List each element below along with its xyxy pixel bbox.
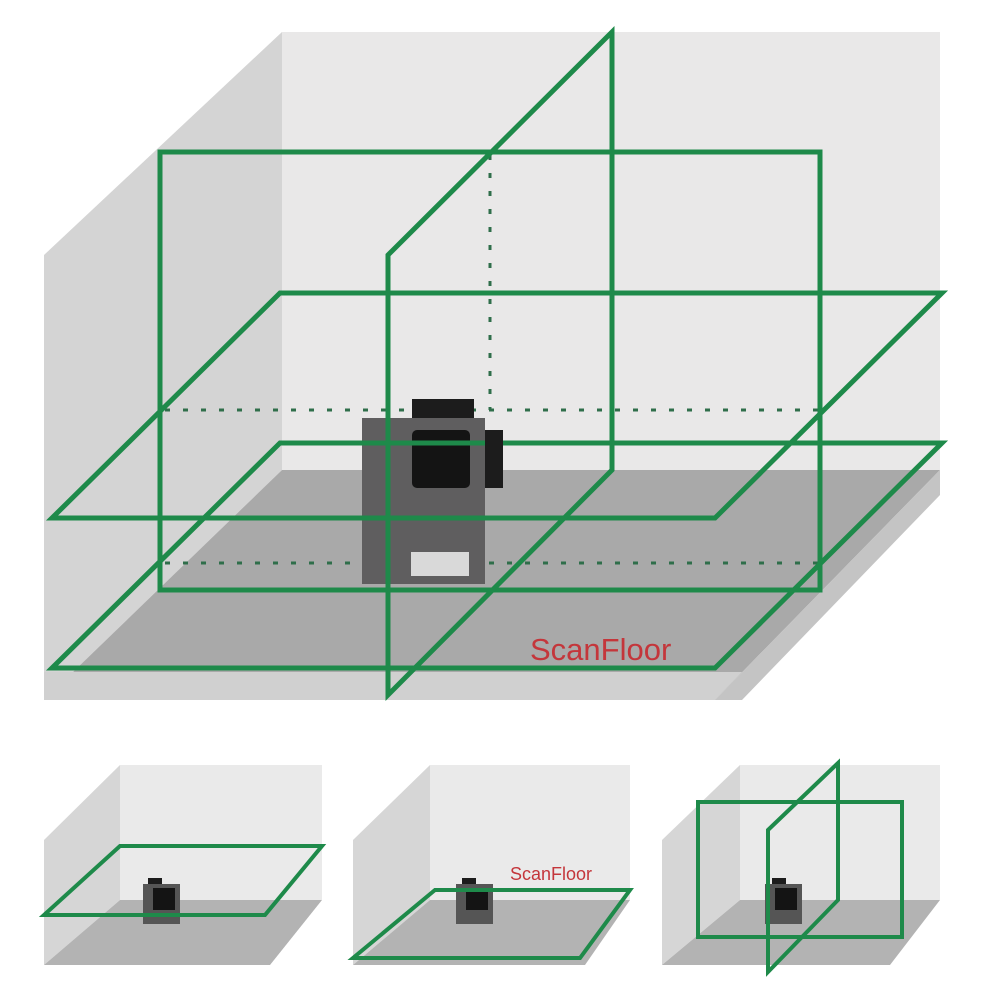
laser-side-vertical-plane <box>766 758 840 977</box>
floor-side <box>715 470 940 700</box>
device-window <box>412 430 470 488</box>
laser-floor-plane <box>347 888 634 960</box>
device-label-plate <box>411 552 469 576</box>
device-top-cap <box>412 399 474 421</box>
thumbnail-floor-mode: ScanFloor <box>347 765 634 965</box>
scanfloor-label-small: ScanFloor <box>510 864 592 884</box>
main-room: ScanFloor <box>44 25 949 702</box>
floor-edge <box>44 672 742 700</box>
device-side-window <box>485 430 503 488</box>
laser-upper-horizontal-plane <box>45 290 949 521</box>
thumbnail-vertical-mode <box>662 758 940 977</box>
laser-floor-plane <box>45 440 949 671</box>
thumbnail-horizontal-mode <box>38 765 327 965</box>
floor <box>44 470 940 700</box>
laser-horizontal-plane <box>38 844 327 917</box>
laser-level-device <box>362 399 503 584</box>
left-wall <box>44 32 282 700</box>
scanfloor-label: ScanFloor <box>530 632 671 667</box>
